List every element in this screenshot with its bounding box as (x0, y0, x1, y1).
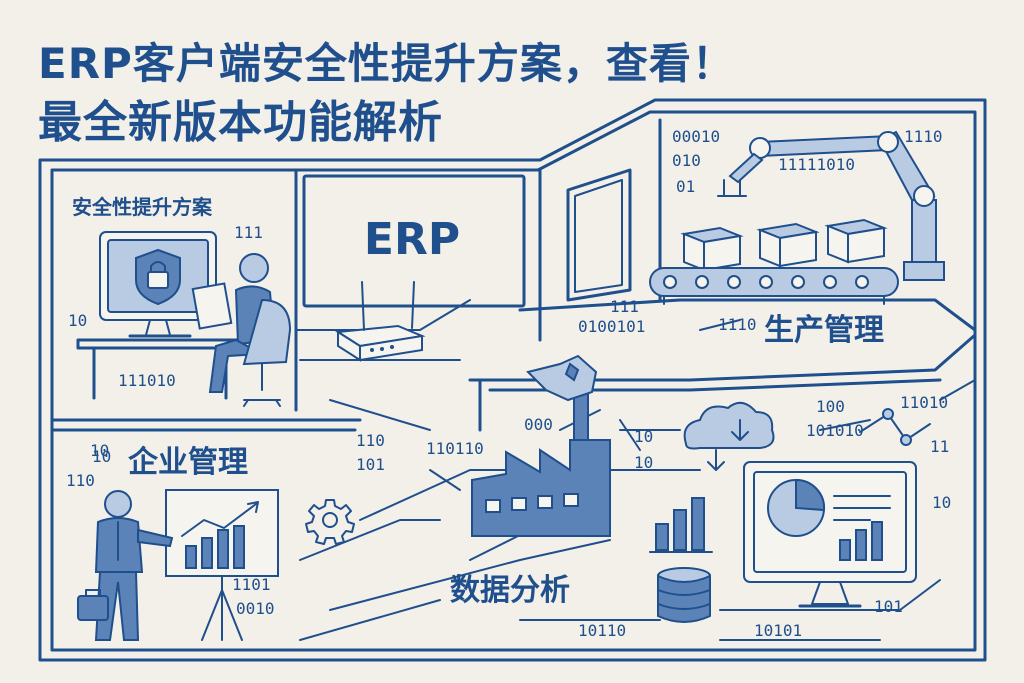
gear-icon (305, 499, 355, 545)
security-label: 安全性提升方案 (72, 195, 213, 219)
cloud-download-icon (683, 401, 775, 450)
production-label: 生产管理 (764, 313, 884, 348)
binary-digits: 10 (634, 427, 653, 446)
binary-digits: 111010 (118, 371, 176, 390)
binary-digits: 101 (874, 597, 903, 616)
binary-digits: 010 (672, 151, 701, 170)
tablet-icon (191, 282, 233, 330)
binary-digits: 1110 (904, 127, 943, 146)
binary-digits: 000 (524, 415, 553, 434)
binary-digits: 110 (356, 431, 385, 450)
enterprise-room: 企业管理 10 110 (66, 441, 279, 641)
binary-digits: 10 (92, 447, 111, 466)
line-graph-icon (181, 503, 257, 537)
binary-digits: 0100101 (578, 317, 645, 336)
binary-digits: 00010 (672, 127, 720, 146)
person-head (239, 253, 269, 283)
headline-line-2: 最全新版本功能解析 (38, 97, 443, 148)
binary-digits: 101010 (806, 421, 864, 440)
production-room: 生产管理 00010 010 01 11111010 1110 111 0100… (578, 127, 945, 348)
security-room: 安全性提升方案 10 111010 111 (68, 195, 292, 407)
enterprise-label: 企业管理 (128, 445, 248, 480)
binary-digits: 0010 (236, 599, 275, 618)
binary-digits: 11 (930, 437, 949, 456)
binary-digits: 110110 (426, 439, 484, 458)
office-chair-icon (242, 298, 292, 366)
binary-digits: 100 (816, 397, 845, 416)
bar-chart-icon (649, 497, 713, 553)
binary-digits: 10 (90, 441, 109, 460)
database-icon (657, 567, 711, 623)
factory-icon: 000 (471, 354, 611, 537)
binary-decorations: 110 101 110110 10 10 100 101010 11010 11… (92, 393, 951, 640)
product-boxes (680, 218, 888, 272)
binary-digits: 10 (634, 453, 653, 472)
smoke-cloud (526, 354, 598, 402)
data-label: 数据分析 (450, 573, 570, 608)
erp-room: ERP (302, 174, 526, 362)
binary-digits: 10101 (754, 621, 802, 640)
briefcase-icon (77, 595, 109, 621)
binary-digits: 11010 (900, 393, 948, 412)
binary-digits: 10 (68, 311, 87, 330)
binary-digits: 10110 (578, 621, 626, 640)
conveyor-icon (649, 267, 899, 305)
binary-digits: 10 (932, 493, 951, 512)
businessman-head (104, 490, 132, 518)
binary-digits: 01 (676, 177, 695, 196)
data-analysis-room: 数据分析 (450, 401, 931, 623)
robot-arm-icon (717, 130, 945, 281)
binary-digits: 111 (610, 297, 639, 316)
analytics-monitor-icon (743, 461, 917, 608)
binary-digits: 11111010 (778, 155, 855, 174)
building-outline (38, 98, 987, 662)
erp-sign: ERP (364, 214, 460, 265)
binary-digits: 1110 (718, 315, 757, 334)
headline-line-1: ERP客户端安全性提升方案，查看！ (38, 39, 735, 88)
binary-digits: 1101 (232, 575, 271, 594)
binary-digits: 111 (234, 223, 263, 242)
binary-digits: 101 (356, 455, 385, 474)
binary-digits: 110 (66, 471, 95, 490)
